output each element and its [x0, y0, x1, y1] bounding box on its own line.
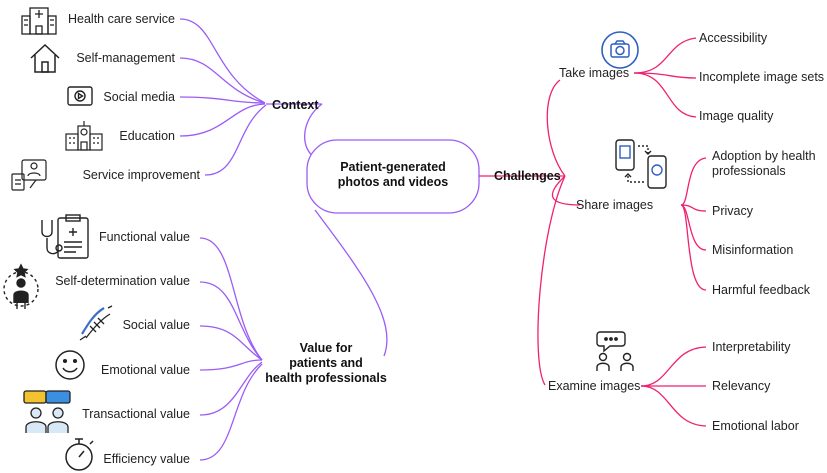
camera-icon [601, 31, 639, 69]
challenge-item-harmful-feedback: Harmful feedback [712, 283, 810, 297]
challenges-heading: Challenges [494, 169, 561, 183]
feedback-screen-icon [11, 159, 47, 191]
value-item-transactional: Transactional value [82, 407, 190, 421]
school-building-icon [65, 121, 103, 151]
value-item-emotional: Emotional value [101, 363, 190, 377]
value-item-self-determination: Self-determination value [55, 274, 190, 288]
chat-people-icon [23, 390, 71, 433]
center-title-line-2: photos and videos [337, 175, 449, 189]
value-item-efficiency: Efficiency value [103, 452, 190, 466]
challenge-item-incomplete-image-sets: Incomplete image sets [699, 70, 825, 84]
handshake-icon [79, 305, 113, 341]
context-item-education: Education [119, 129, 175, 143]
person-star-icon [3, 263, 39, 309]
stethoscope-clipboard-icon [41, 214, 89, 259]
challenge-item-adoption-line-1: Adoption by health [712, 149, 816, 163]
context-item-social-media: Social media [103, 90, 175, 104]
challenge-item-interpretability: Interpretability [712, 340, 791, 354]
challenge-item-adoption-line-2: professionals [712, 164, 786, 178]
challenge-connectors [479, 37, 707, 427]
phone-share-icon [615, 139, 667, 189]
context-item-self-management: Self-management [76, 51, 175, 65]
center-node-title: Patient-generated photos and videos [307, 160, 479, 190]
value-heading-line-3: health professionals [265, 371, 387, 385]
people-talk-icon [596, 331, 634, 371]
challenge-item-image-quality: Image quality [699, 109, 774, 123]
value-heading-line-2: patients and [289, 356, 363, 370]
challenge-item-privacy: Privacy [712, 204, 753, 218]
hospital-icon [21, 7, 57, 35]
challenge-item-relevancy: Relevancy [712, 379, 771, 393]
context-item-service-improvement: Service improvement [82, 168, 200, 182]
value-heading-line-1: Value for [299, 341, 353, 355]
house-icon [30, 43, 60, 73]
challenge-item-accessibility: Accessibility [699, 31, 768, 45]
challenge-group-share-images: Share images [576, 198, 654, 212]
challenge-item-misinformation: Misinformation [712, 243, 794, 257]
center-title-line-1: Patient-generated [340, 160, 446, 174]
challenge-group-examine-images: Examine images [548, 379, 641, 393]
challenge-item-adoption: Adoption by health professionals [712, 149, 816, 179]
context-item-health-care: Health care service [68, 12, 175, 26]
value-item-social: Social value [122, 318, 190, 332]
challenge-item-emotional-labor: Emotional labor [712, 419, 799, 433]
challenge-group-take-images: Take images [559, 66, 630, 80]
smiley-icon [55, 350, 85, 380]
stopwatch-icon [65, 438, 94, 471]
value-item-functional: Functional value [98, 230, 190, 244]
value-heading: Value for patients and health profession… [246, 341, 406, 386]
context-connectors [179, 18, 388, 461]
context-heading: Context [272, 98, 319, 112]
play-screen-icon [67, 86, 93, 106]
